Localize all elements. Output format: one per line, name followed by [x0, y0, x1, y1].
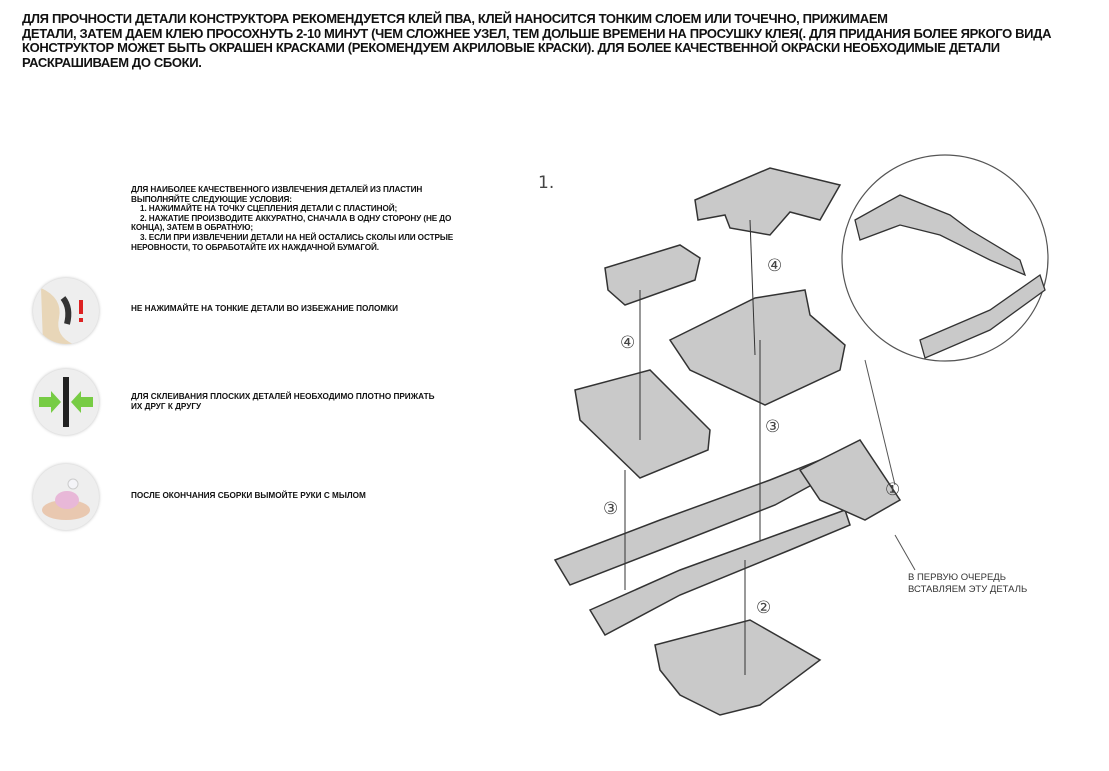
rules-heading: ВЫПОЛНЯЙТЕ СЛЕДУЮЩИЕ УСЛОВИЯ: — [131, 194, 292, 204]
rules-heading: ДЛЯ НАИБОЛЕЕ КАЧЕСТВЕННОГО ИЗВЛЕЧЕНИЯ ДЕ… — [131, 185, 423, 194]
rule-item: КОНЦА), ЗАТЕМ В ОБРАТНУЮ; — [131, 223, 254, 233]
tip-text: НЕ НАЖИМАЙТЕ НА ТОНКИЕ ДЕТАЛИ ВО ИЗБЕЖАН… — [131, 304, 399, 313]
tip-text: ДЛЯ СКЛЕИВАНИЯ ПЛОСКИХ ДЕТАЛЕЙ НЕОБХОДИМ… — [131, 392, 435, 411]
assembly-arrows — [624, 219, 761, 675]
press-together-icon — [33, 369, 99, 435]
rule-item: НЕРОВНОСТИ, ТО ОБРАБОТАЙТЕ ИХ НАЖДАЧНОЙ … — [131, 242, 379, 252]
intro-line: РАСКРАШИВАЕМ ДО СБОКИ. — [22, 54, 202, 70]
callout-text: В ПЕРВУЮ ОЧЕРЕДЬ ВСТАВЛЯЕМ ЭТУ ДЕТАЛЬ — [908, 572, 1028, 595]
intro-line: ДЕТАЛИ, ЗАТЕМ ДАЕМ КЛЕЮ ПРОСОХНУТЬ 2-10 … — [22, 25, 1052, 41]
intro-text: ДЛЯ ПРОЧНОСТИ ДЕТАЛИ КОНСТРУКТОРА РЕКОМЕ… — [22, 11, 1052, 70]
intro-line: КОНСТРУКТОР МОЖЕТ БЫТЬ ОКРАШЕН КРАСКАМИ … — [22, 40, 1000, 55]
step-label: 1. — [538, 173, 554, 193]
marker-4: ④ — [620, 333, 635, 353]
diagram-parts — [553, 167, 902, 716]
rule-item: 2. НАЖАТИЕ ПРОИЗВОДИТЕ АККУРАТНО, СНАЧАЛ… — [140, 213, 452, 223]
rule-item: 3. ЕСЛИ ПРИ ИЗВЛЕЧЕНИИ ДЕТАЛИ НА НЕЙ ОСТ… — [140, 232, 454, 242]
marker-4: ④ — [767, 256, 782, 276]
assembly-diagram: 1. ④ ④ ③ ③ ① ② — [538, 154, 1049, 716]
extraction-rules: ДЛЯ НАИБОЛЕЕ КАЧЕСТВЕННОГО ИЗВЛЕЧЕНИЯ ДЕ… — [131, 185, 453, 252]
wash-hands-icon — [33, 464, 99, 530]
marker-1: ① — [885, 480, 900, 500]
intro-line: ДЛЯ ПРОЧНОСТИ ДЕТАЛИ КОНСТРУКТОРА РЕКОМЕ… — [22, 11, 888, 26]
marker-2: ② — [756, 598, 771, 618]
marker-3: ③ — [765, 417, 780, 437]
tip-text: ПОСЛЕ ОКОНЧАНИЯ СБОРКИ ВЫМОЙТЕ РУКИ С МЫ… — [131, 491, 366, 500]
thin-part-warning-icon — [33, 278, 99, 344]
marker-3: ③ — [603, 499, 618, 519]
callout-line — [864, 359, 896, 486]
rule-item: 1. НАЖИМАЙТЕ НА ТОЧКУ СЦЕПЛЕНИЯ ДЕТАЛИ С… — [140, 204, 398, 214]
